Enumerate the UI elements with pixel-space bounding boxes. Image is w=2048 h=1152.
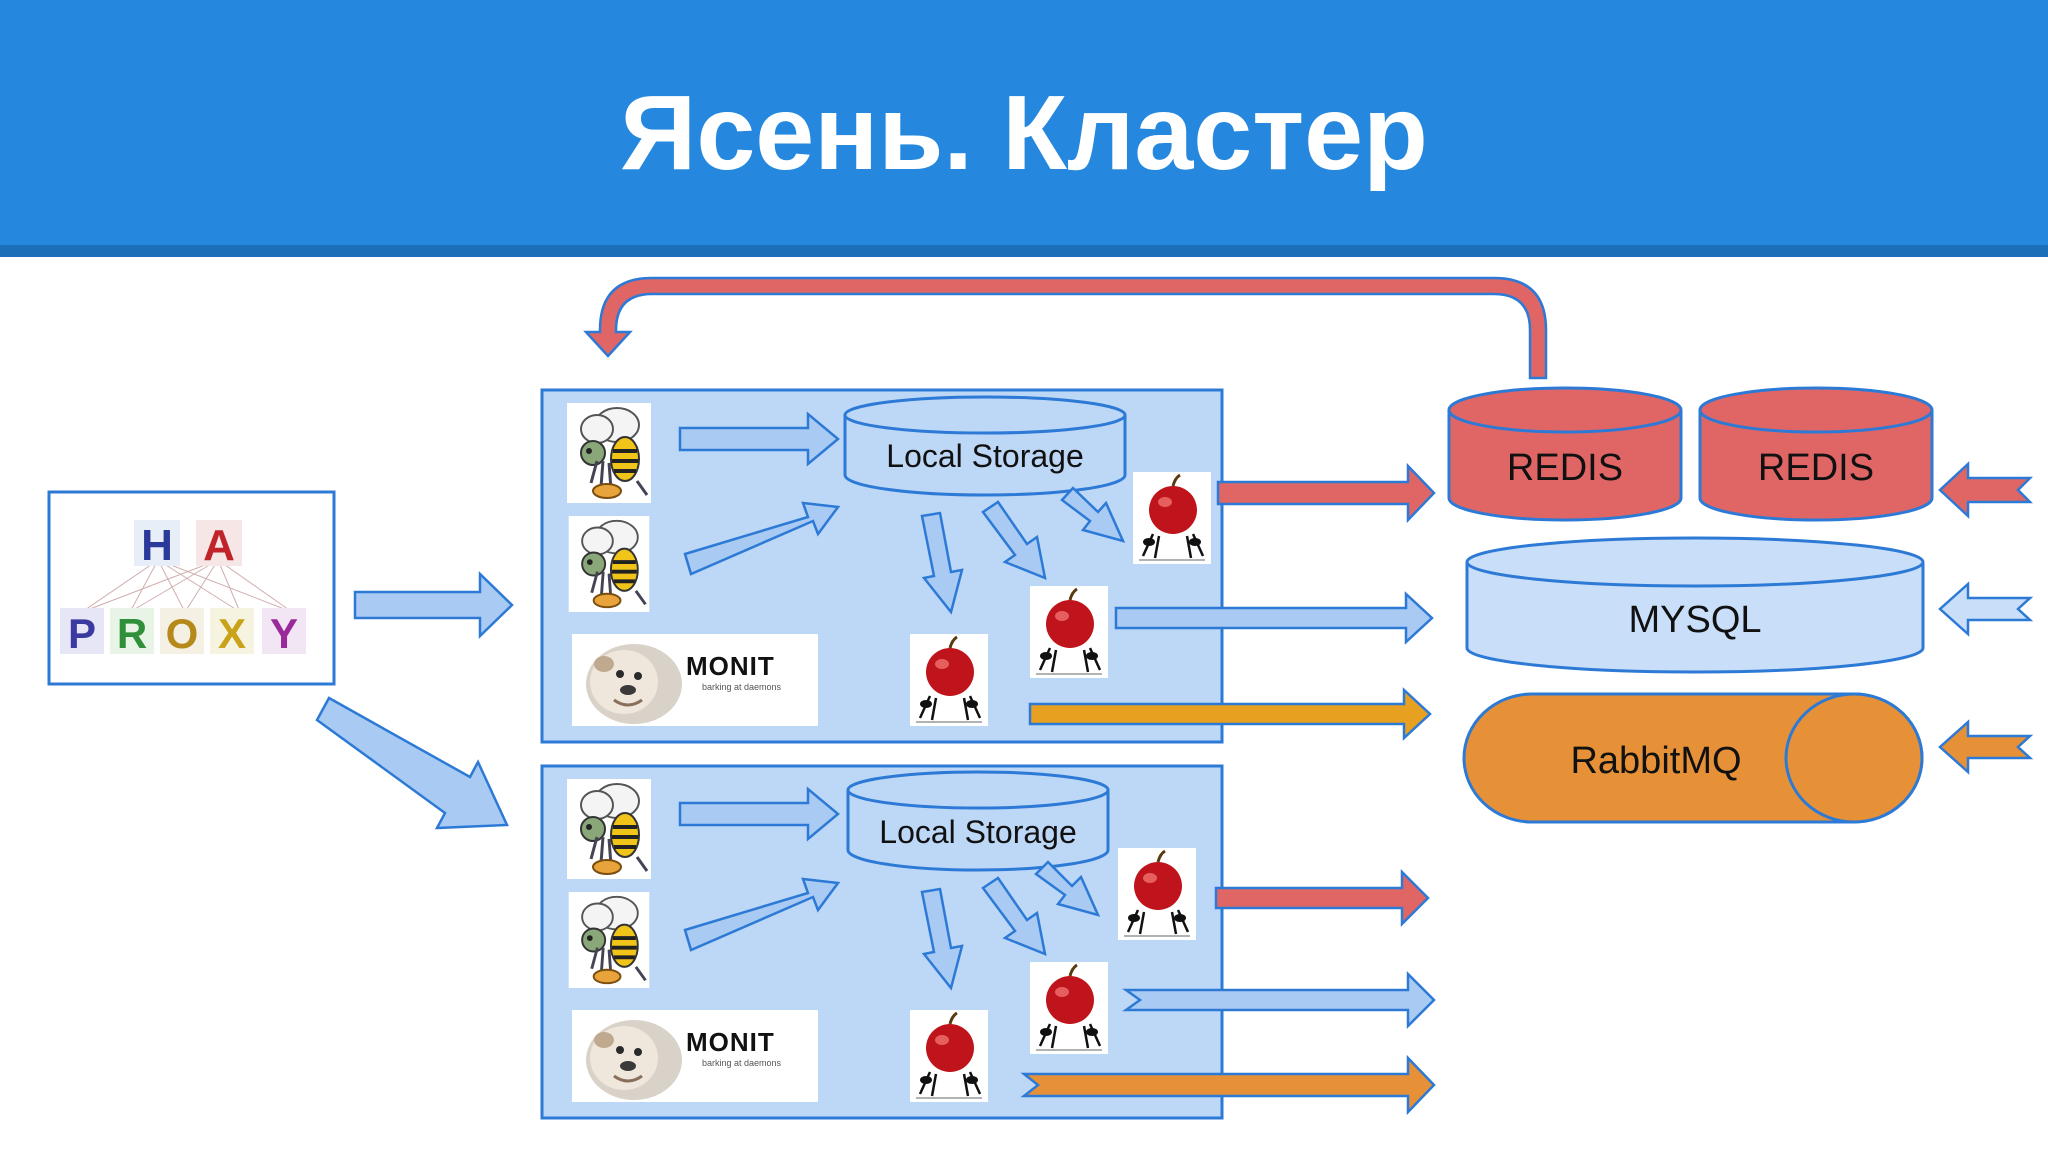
haproxy-letter: R bbox=[117, 610, 147, 657]
monit-logo: MONIT barking at daemons bbox=[572, 634, 818, 726]
ant-apple-icon bbox=[910, 1010, 988, 1102]
haproxy-letter: P bbox=[68, 610, 96, 657]
bee-to-storage-arrow bbox=[683, 501, 841, 576]
proxy-to-node1-arrow bbox=[353, 571, 514, 639]
local-storage-label: Local Storage bbox=[879, 814, 1076, 850]
redis-2: REDIS bbox=[1698, 386, 1934, 522]
node2-to-redis-arrow bbox=[1214, 868, 1430, 928]
node1-to-mysql-arrow bbox=[1114, 591, 1434, 645]
title-bar bbox=[0, 0, 2048, 245]
storage-to-consumer-arrow bbox=[920, 511, 964, 615]
rabbitmq-inbound-arrow bbox=[1938, 719, 2034, 775]
bee-to-storage-arrow bbox=[678, 411, 840, 467]
monit-tagline: barking at daemons bbox=[702, 682, 782, 692]
local-storage-label: Local Storage bbox=[886, 438, 1083, 474]
local-storage-1: Local Storage bbox=[843, 395, 1127, 497]
monit-tagline: barking at daemons bbox=[702, 1058, 782, 1068]
storage-to-consumer-arrow bbox=[920, 887, 964, 991]
bee-icon bbox=[567, 403, 651, 503]
bee-to-storage-arrow bbox=[678, 786, 840, 842]
monit-brand: MONIT bbox=[686, 1027, 775, 1057]
bulldog-icon bbox=[572, 634, 682, 726]
monit-brand: MONIT bbox=[686, 651, 775, 681]
mysql-inbound-arrow bbox=[1938, 581, 2034, 637]
storage-to-consumer-arrow bbox=[1034, 860, 1101, 917]
ant-apple-icon bbox=[1133, 472, 1211, 564]
proxy-to-node2-arrow bbox=[315, 696, 509, 830]
bulldog-icon bbox=[572, 1010, 682, 1102]
rabbitmq-queue: RabbitMQ bbox=[1462, 692, 1924, 824]
ant-apple-icon bbox=[1030, 962, 1108, 1054]
ant-apple-icon bbox=[1118, 848, 1196, 940]
redis-label: REDIS bbox=[1507, 447, 1623, 489]
node2-to-mysql-arrow bbox=[1122, 970, 1436, 1030]
bee-icon bbox=[567, 779, 651, 879]
haproxy-logo: H A P R O X Y bbox=[47, 490, 336, 686]
haproxy-letter: X bbox=[218, 610, 246, 657]
title-bar-underline bbox=[0, 245, 2048, 257]
mysql-label: MYSQL bbox=[1628, 599, 1761, 641]
mysql-db: MYSQL bbox=[1465, 536, 1925, 674]
storage-to-consumer-arrow bbox=[1060, 486, 1126, 543]
bee-to-storage-arrow bbox=[683, 877, 841, 952]
cluster-node-1: Local Storage MONIT barking at daemons bbox=[540, 388, 1224, 744]
haproxy-letter: O bbox=[166, 610, 199, 657]
local-storage-2: Local Storage bbox=[846, 770, 1110, 872]
redis-1: REDIS bbox=[1447, 386, 1683, 522]
rabbitmq-label: RabbitMQ bbox=[1570, 740, 1741, 782]
redis-feedback-arrow bbox=[583, 276, 1548, 380]
node1-to-rabbitmq-arrow bbox=[1028, 687, 1432, 741]
haproxy-letter: H bbox=[141, 521, 173, 570]
monit-logo: MONIT barking at daemons bbox=[572, 1010, 818, 1102]
redis-label: REDIS bbox=[1758, 447, 1874, 489]
slide-title: Ясень. Кластер bbox=[620, 74, 1428, 192]
node1-to-redis-arrow bbox=[1216, 462, 1436, 524]
haproxy-letter: Y bbox=[270, 610, 298, 657]
haproxy-letter: A bbox=[203, 521, 235, 570]
redis-inbound-arrow bbox=[1938, 461, 2034, 519]
node2-to-rabbitmq-arrow bbox=[1020, 1054, 1436, 1116]
cluster-node-2: Local Storage MONIT barking at daemons bbox=[540, 764, 1224, 1120]
ant-apple-icon bbox=[1030, 586, 1108, 678]
storage-to-consumer-arrow bbox=[981, 876, 1047, 957]
storage-to-consumer-arrow bbox=[981, 500, 1047, 581]
ant-apple-icon bbox=[910, 634, 988, 726]
bee-icon bbox=[567, 892, 651, 988]
bee-icon bbox=[567, 516, 651, 612]
